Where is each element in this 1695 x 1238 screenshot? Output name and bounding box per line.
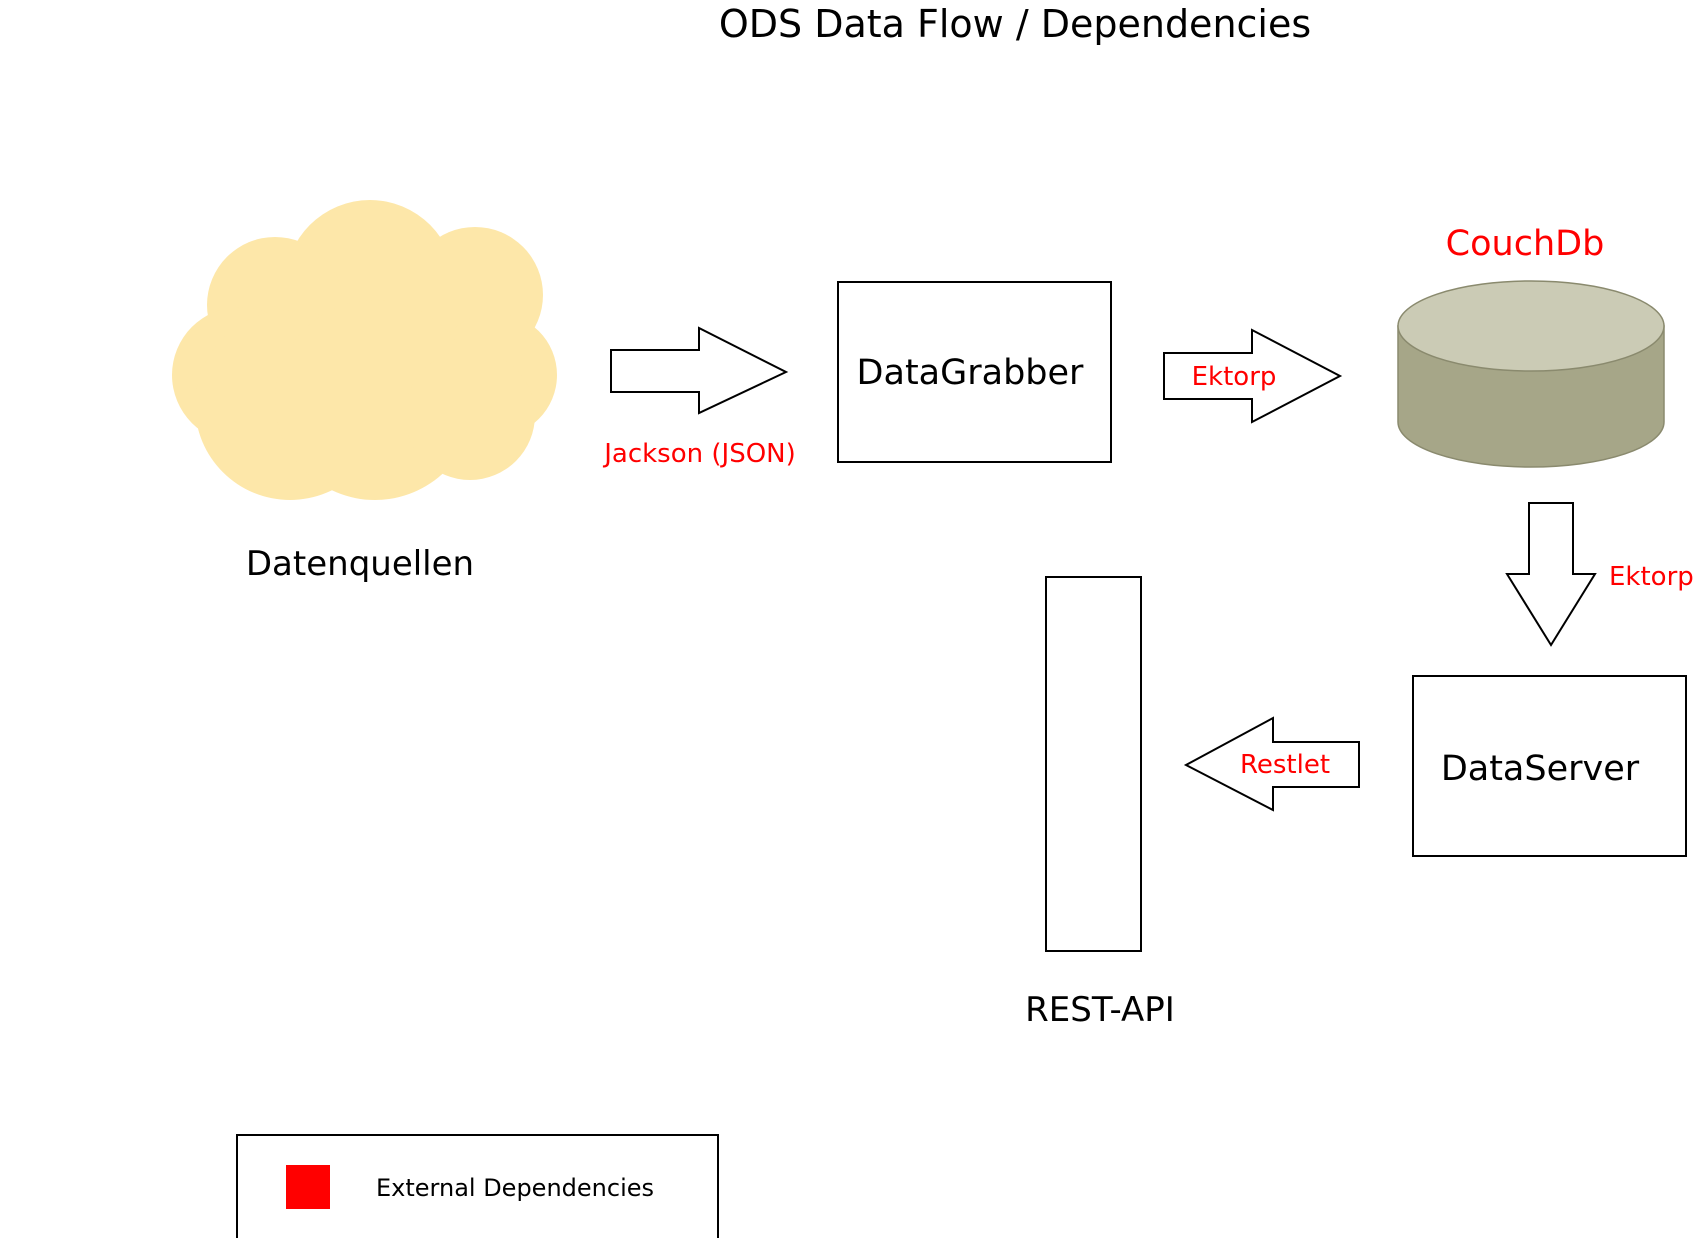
datagrabber-label: DataGrabber — [857, 353, 1084, 393]
couchdb-to-server-arrow — [1505, 502, 1597, 647]
grabber-to-couchdb-arrow — [1163, 328, 1343, 424]
cloud-icon — [172, 200, 557, 500]
datenquellen-label: Datenquellen — [246, 544, 474, 584]
couchdb-label: CouchDb — [1446, 224, 1605, 264]
datagrabber-box[interactable] — [837, 281, 1112, 463]
server-to-restapi-arrow — [1183, 716, 1360, 812]
legend: External Dependencies — [236, 1134, 719, 1238]
datenquellen-node[interactable] — [172, 200, 557, 500]
couchdb-node[interactable] — [1397, 280, 1665, 468]
database-icon — [1397, 280, 1665, 468]
dataserver-box[interactable] — [1412, 675, 1687, 857]
couchdb-to-server-label: Ektorp — [1609, 562, 1694, 592]
legend-swatch — [286, 1165, 330, 1209]
restapi-box[interactable] — [1045, 576, 1142, 952]
restapi-label: REST-API — [1025, 990, 1175, 1030]
dataserver-label: DataServer — [1441, 749, 1640, 789]
diagram-title: ODS Data Flow / Dependencies — [719, 2, 1311, 46]
server-to-restapi-label: Restlet — [1240, 750, 1330, 780]
grabber-to-couchdb-label: Ektorp — [1192, 362, 1277, 392]
sources-to-grabber-label: Jackson (JSON) — [602, 439, 796, 469]
legend-label: External Dependencies — [376, 1174, 654, 1202]
sources-to-grabber-arrow — [610, 326, 789, 415]
